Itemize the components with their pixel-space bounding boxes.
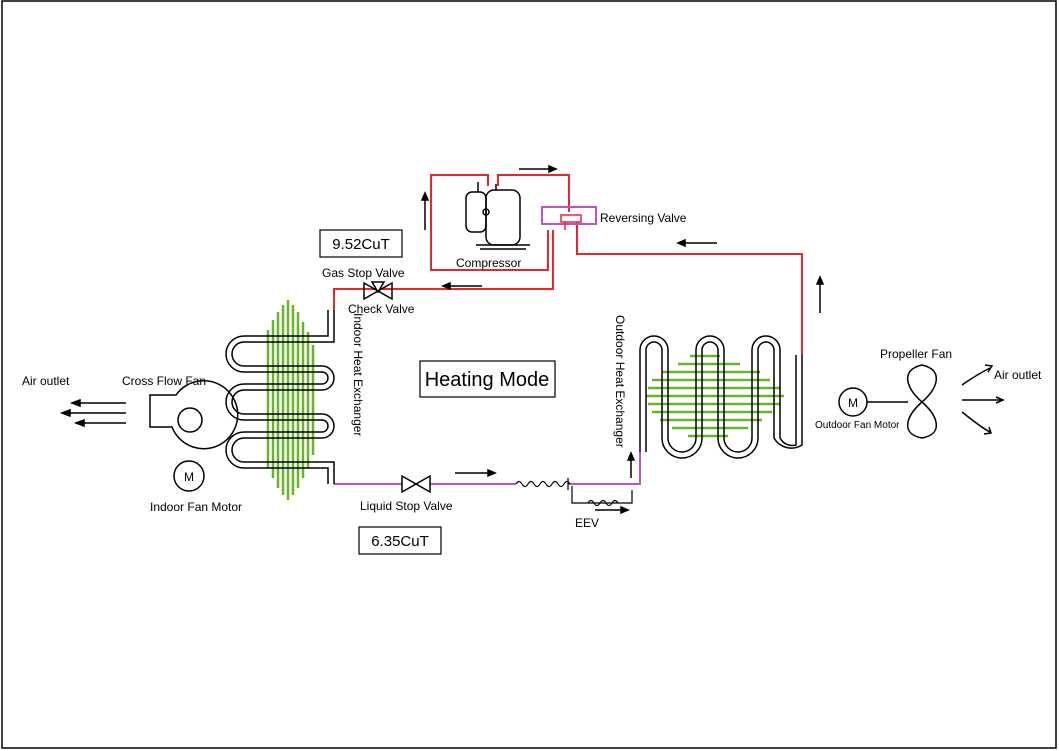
outdoor-fan-motor: M <box>838 387 908 417</box>
liquid-refrigerant-line <box>334 452 641 485</box>
outdoor-fan-motor-label: Outdoor Fan Motor <box>815 420 900 431</box>
gas-stop-valve <box>363 281 393 301</box>
flow-arrows <box>420 164 825 515</box>
indoor-fins <box>266 300 315 500</box>
outdoor-heat-exchanger <box>639 335 803 459</box>
propeller-fan <box>907 364 937 439</box>
air-outlet-left-label: Air outlet <box>22 374 70 388</box>
liquid-pipe-size-box <box>358 526 442 555</box>
gas-refrigerant-line <box>333 174 803 355</box>
eev-label: EEV <box>575 516 599 530</box>
diagram-title: Heating Mode <box>425 369 550 391</box>
outdoor-fins <box>646 354 784 438</box>
cross-flow-fan-label: Cross Flow Fan <box>122 374 206 388</box>
title-box <box>419 360 556 398</box>
gas-stop-valve-label: Gas Stop Valve <box>322 266 405 280</box>
air-outlet-right-label: Air outlet <box>994 368 1042 382</box>
check-valve-label: Check Valve <box>348 302 415 316</box>
compressor <box>465 182 530 250</box>
compressor-label: Compressor <box>456 256 521 270</box>
cross-flow-fan <box>149 379 239 450</box>
indoor-fan-motor: M <box>173 460 205 492</box>
indoor-motor-symbol: M <box>184 470 194 484</box>
outdoor-motor-symbol: M <box>848 396 858 410</box>
reversing-valve <box>541 206 597 230</box>
gas-pipe-size-box <box>319 229 403 258</box>
indoor-heat-exchanger-label: Indoor Heat Exchanger <box>351 313 365 436</box>
liquid-stop-valve <box>401 474 431 494</box>
eev <box>515 478 633 507</box>
gas-pipe-size-label: 9.52CuT <box>332 236 390 253</box>
air-outlet-arrows-right <box>961 364 1005 435</box>
propeller-fan-label: Propeller Fan <box>880 347 952 361</box>
liquid-stop-valve-label: Liquid Stop Valve <box>360 499 453 513</box>
indoor-fan-motor-label: Indoor Fan Motor <box>150 500 242 514</box>
indoor-heat-exchanger <box>225 300 335 500</box>
air-outlet-arrows-left <box>59 398 126 428</box>
outdoor-heat-exchanger-label: Outdoor Heat Exchanger <box>613 315 627 448</box>
liquid-pipe-size-label: 6.35CuT <box>371 533 429 550</box>
reversing-valve-label: Reversing Valve <box>600 211 687 225</box>
